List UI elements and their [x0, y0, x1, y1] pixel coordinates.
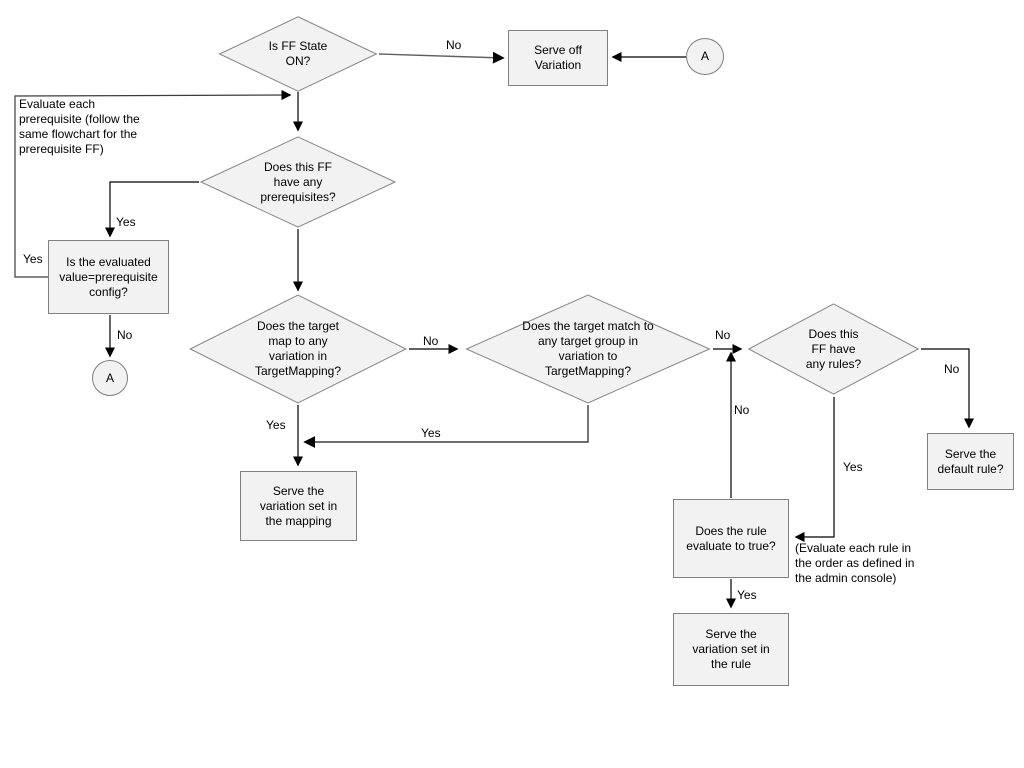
process-evaluated-value-label: Is the evaluated value=prerequisite conf…: [59, 254, 158, 299]
decision-target-group: Does the target match to any target grou…: [464, 294, 712, 404]
process-serve-default-rule-label: Serve the default rule?: [937, 446, 1004, 476]
process-serve-variation-mapping: Serve the variation set in the mapping: [240, 471, 357, 541]
annotation-rule-order-note: (Evaluate each rule in the order as defi…: [795, 541, 931, 586]
decision-rules-label: Does this FF have any rules?: [805, 326, 862, 371]
decision-ff-state-label: Is FF State ON?: [268, 39, 328, 68]
connector-rules-no: [921, 348, 975, 429]
process-rule-evaluate: Does the rule evaluate to true?: [673, 499, 789, 578]
edge-label-yes-prerequisites: Yes: [116, 215, 136, 229]
decision-prerequisites: Does this FF have any prerequisites?: [199, 136, 397, 228]
connector-a-left-label: A: [105, 370, 114, 385]
edge-label-no-target-mapping: No: [423, 334, 439, 348]
edge-label-yes-rules: Yes: [843, 460, 863, 474]
edge-label-yes-target-mapping: Yes: [266, 418, 286, 432]
process-serve-off-variation-label: Serve off Variation: [534, 43, 582, 72]
edge-label-no-target-group: No: [715, 328, 731, 342]
diamond-shape: [464, 294, 712, 404]
process-serve-variation-rule: Serve the variation set in the rule: [673, 613, 789, 686]
edge-label-no-ff-state: No: [446, 38, 462, 52]
process-rule-evaluate-label: Does the rule evaluate to true?: [686, 523, 776, 553]
edge-label-no-rules: No: [944, 362, 960, 376]
decision-target-mapping-label: Does the target map to any variation in …: [254, 319, 342, 378]
decision-target-group-label: Does the target match to any target grou…: [522, 319, 654, 378]
connector-ff-state-no: [378, 51, 505, 64]
edge-label-yes-rule-eval: Yes: [737, 588, 757, 602]
process-serve-default-rule: Serve the default rule?: [927, 433, 1014, 490]
diamond-shape: [188, 294, 408, 404]
connector-a-top-label: A: [700, 49, 709, 63]
edge-label-yes-target-group: Yes: [421, 426, 441, 440]
connector-a-top: A: [686, 38, 724, 75]
edge-label-yes-evaluated: Yes: [23, 252, 43, 266]
decision-rules: Does this FF have any rules?: [747, 303, 920, 395]
diamond-shape: [218, 16, 378, 92]
connector-rules-yes: [794, 397, 835, 543]
edge-label-no-rule-eval-loop: No: [734, 403, 750, 417]
diamond-shape: [747, 303, 920, 395]
decision-prerequisites-label: Does this FF have any prerequisites?: [260, 159, 336, 204]
process-serve-off-variation: Serve off Variation: [508, 30, 608, 86]
connector-a-left: A: [92, 360, 128, 396]
process-serve-variation-rule-label: Serve the variation set in the rule: [692, 627, 770, 671]
process-evaluated-value: Is the evaluated value=prerequisite conf…: [48, 240, 169, 314]
edge-label-no-evaluated: No: [117, 328, 133, 342]
annotation-rule-order-note-text: (Evaluate each rule in the order as defi…: [795, 541, 915, 585]
annotation-prerequisite-note-text: Evaluate each prerequisite (follow the s…: [19, 97, 140, 156]
connector-target-group-yes: [303, 405, 589, 448]
decision-ff-state: Is FF State ON?: [218, 16, 378, 92]
process-serve-variation-mapping-label: Serve the variation set in the mapping: [259, 483, 338, 528]
decision-target-mapping: Does the target map to any variation in …: [188, 294, 408, 404]
annotation-prerequisite-note: Evaluate each prerequisite (follow the s…: [19, 97, 145, 157]
